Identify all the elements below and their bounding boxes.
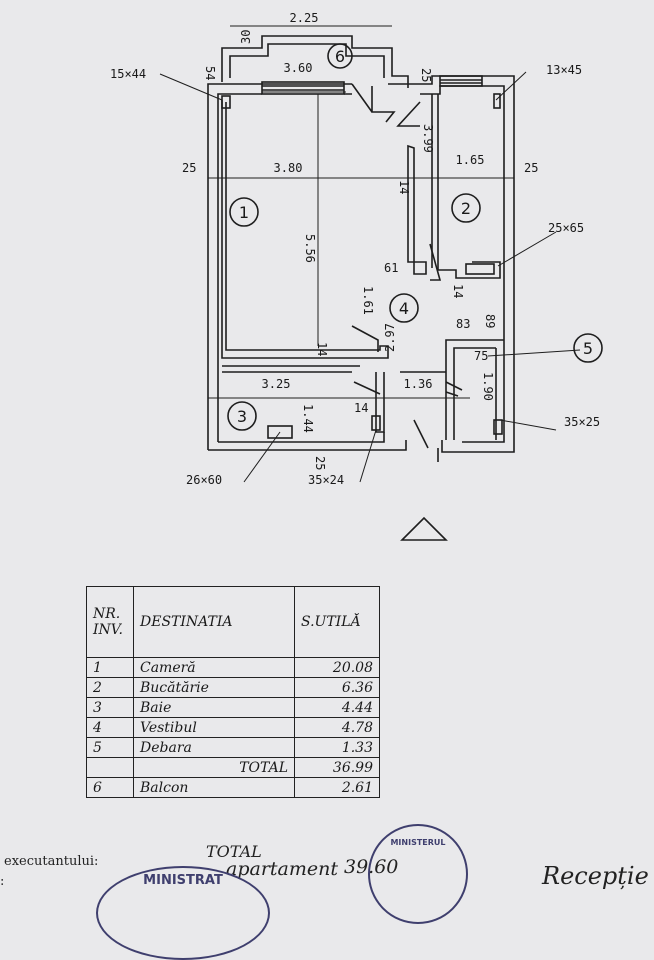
- door-balcony: [351, 83, 396, 123]
- debara-wall: [445, 339, 504, 440]
- dim-balcony-width: 2.25: [290, 11, 319, 25]
- colon-label: :: [0, 874, 5, 889]
- dim-room1-top: 3.60: [284, 61, 313, 75]
- dim-wall-89: 89: [483, 314, 497, 328]
- vent-bath: [267, 425, 293, 439]
- vent-room2: [465, 263, 495, 275]
- door-debara: [445, 381, 463, 397]
- dim-room1-width: 3.80: [274, 161, 303, 175]
- dim-bottom-25: 25: [313, 456, 327, 470]
- vent-label-1: 15×44: [110, 67, 146, 81]
- door-room1: [351, 325, 379, 352]
- room-5-label: 5: [583, 339, 593, 358]
- executant-label: executantului:: [4, 854, 99, 869]
- door-kitchen: [396, 101, 421, 127]
- orientation-triangle: [400, 516, 448, 541]
- dim-room2-width: 1.65: [456, 153, 485, 167]
- dim-vestibul-297: 2.97: [383, 323, 397, 352]
- receptie-label: Recepție: [542, 862, 649, 890]
- room-2-marker: [451, 193, 481, 223]
- window-2: [439, 75, 483, 87]
- header-destinatia: DESTINATIA: [133, 586, 295, 658]
- outer-wall: [207, 75, 515, 453]
- dim-vestibul-161: 1.61: [361, 286, 375, 315]
- dim-corridor-length: 3.99: [421, 124, 435, 153]
- dim-wall-54: 54: [203, 66, 217, 80]
- dim-left-25: 25: [182, 161, 196, 175]
- floor-plan: 1 2 3 4 5 6 2.25 30 54 3.60 25 15×44 13×…: [110, 11, 603, 541]
- vent-label-4: 26×60: [186, 473, 222, 487]
- dim-right-25: 25: [524, 161, 538, 175]
- vent-label-3: 25×65: [548, 221, 584, 235]
- room-4-marker: [389, 293, 419, 323]
- dim-wall-14-a: 14: [397, 180, 411, 194]
- room-6-marker: [327, 43, 353, 69]
- dim-wall-14-c: 14: [315, 342, 329, 356]
- dim-corridor-25: 25: [419, 68, 433, 82]
- room-1-label: 1: [239, 203, 249, 222]
- dim-bath-length: 1.44: [301, 404, 315, 433]
- room-3-marker: [227, 401, 257, 431]
- room-4-label: 4: [399, 299, 409, 318]
- official-stamp-right: MINISTERUL: [368, 824, 468, 924]
- balcony-outline: [221, 35, 409, 88]
- vent-room2-top: [493, 93, 501, 109]
- dim-debara-75: 75: [474, 349, 488, 363]
- dim-wall-83: 83: [456, 317, 470, 331]
- header-sutila: S.UTILĂ: [294, 586, 380, 658]
- bath-wall: [222, 365, 446, 373]
- room-2-label: 2: [461, 199, 471, 218]
- bottom-wall: [208, 432, 407, 451]
- vestibul-wall: [375, 372, 385, 433]
- dim-room1-length: 5.56: [303, 234, 317, 263]
- vent-label-5: 35×24: [308, 473, 344, 487]
- vent-label-6: 35×25: [564, 415, 600, 429]
- room2-wall: [431, 94, 501, 279]
- dim-vestibul-136: 1.36: [404, 377, 433, 391]
- window-1: [261, 81, 345, 95]
- footer-total-label: TOTAL: [206, 842, 262, 861]
- dim-wall-14-d: 14: [354, 401, 368, 415]
- door-entrance: [413, 419, 439, 462]
- balcony-inner: [229, 43, 385, 78]
- room-1-marker: [229, 197, 259, 227]
- dim-wall-14-b: 14: [451, 284, 465, 298]
- vent-room1: [221, 95, 231, 109]
- header-nr: NR.INV.: [86, 586, 134, 658]
- door-corridor: [429, 243, 442, 281]
- door-bath: [353, 381, 381, 395]
- corridor-wall: [407, 144, 427, 275]
- vent-label-2: 13×45: [546, 63, 582, 77]
- official-stamp-left: MINISTRAT: [96, 866, 270, 960]
- dim-wall-61: 61: [384, 261, 398, 275]
- dim-balcony-depth: 30: [239, 30, 253, 44]
- footer-apartament-label: apartament: [226, 858, 338, 880]
- dim-bath-width: 3.25: [262, 377, 291, 391]
- room-5-marker: [573, 333, 603, 363]
- vent-debara: [493, 419, 503, 435]
- dim-debara-190: 1.90: [481, 372, 495, 401]
- room-6-label: 6: [335, 47, 345, 66]
- partition-room1: [221, 100, 389, 359]
- room-3-label: 3: [237, 407, 247, 426]
